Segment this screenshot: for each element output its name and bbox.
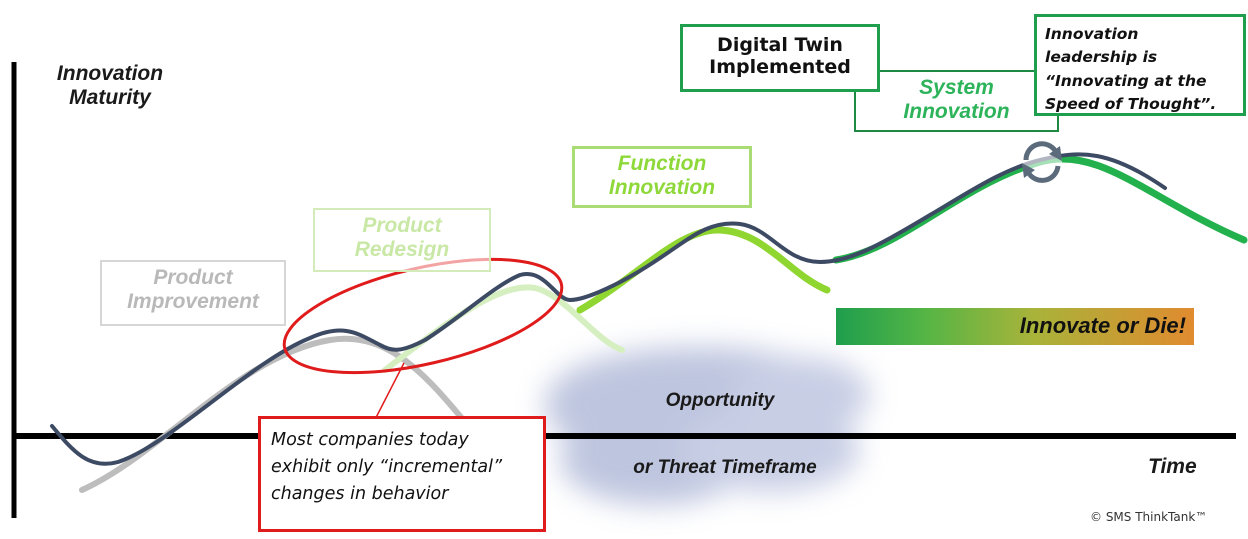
system-innovation-label: System Innovation bbox=[854, 70, 1059, 132]
threat-timeframe-text: or Threat Timeframe bbox=[633, 457, 817, 478]
overall-maturity-curve bbox=[50, 152, 1167, 466]
innovate-or-die-text: Innovate or Die! bbox=[1019, 313, 1186, 338]
function-innovation-label: Function Innovation bbox=[572, 146, 752, 208]
incremental-changes-note: Most companies today exhibit only “incre… bbox=[258, 416, 546, 532]
innovate-or-die-banner bbox=[836, 308, 1194, 345]
copyright-text: © SMS ThinkTank™ bbox=[1090, 510, 1208, 524]
digital-twin-callout: Digital Twin Implemented bbox=[680, 24, 880, 92]
opportunity-cloud bbox=[545, 347, 870, 505]
opportunity-text: Opportunity bbox=[665, 390, 775, 411]
product-redesign-curve bbox=[382, 284, 625, 373]
innovation-leadership-callout: Innovation leadership is “Innovating at … bbox=[1034, 14, 1246, 116]
product-redesign-label: Product Redesign bbox=[313, 208, 491, 272]
function-innovation-curve bbox=[576, 226, 831, 314]
x-axis-label: Time bbox=[1148, 455, 1197, 478]
refresh-cycle-icon bbox=[1022, 141, 1062, 183]
y-axis-label: Innovation Maturity bbox=[56, 62, 164, 110]
product-improvement-label: Product Improvement bbox=[100, 260, 286, 326]
